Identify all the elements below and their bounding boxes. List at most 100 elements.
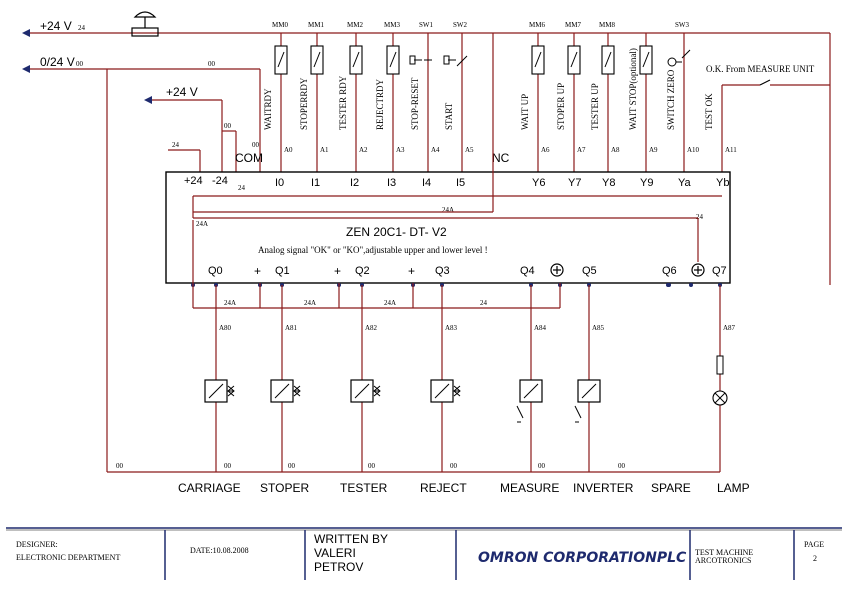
plus-terminal: +	[408, 264, 415, 278]
page-label: PAGE	[804, 540, 824, 549]
wire-label: 24A	[384, 299, 396, 307]
wire-label: 00	[618, 462, 626, 470]
plus-terminal: +	[334, 264, 341, 278]
supply-zero-sub: 00	[76, 60, 84, 68]
input-name: TESTER RDY	[338, 75, 348, 130]
terminal-dot-icon	[689, 283, 693, 287]
output-address: A85	[592, 324, 605, 332]
wire-label: 00	[224, 462, 232, 470]
output-label: SPARE	[651, 481, 691, 495]
company-name: OMRON CORPORATIONPLC	[478, 550, 687, 566]
page-number: 2	[813, 554, 817, 563]
input-name: SWITCH ZERO	[666, 69, 676, 130]
input-ref: SW3	[675, 21, 690, 29]
output-address: A84	[534, 324, 547, 332]
plus-circle-icon	[550, 263, 564, 277]
input-address: A3	[396, 146, 405, 154]
wire-label: 00	[224, 122, 232, 130]
input-ref: MM1	[308, 21, 324, 29]
input-address: A10	[687, 146, 700, 154]
supply-zero-rail: 0/24 V 00 00	[22, 55, 261, 472]
input-ref: MM2	[347, 21, 363, 29]
input-terminal: I4	[422, 177, 431, 189]
project-line-1: TEST MACHINE	[695, 548, 753, 557]
output-terminal: Q3	[435, 265, 450, 277]
title-block: DESIGNER: ELECTRONIC DEPARTMENT DATE:10.…	[6, 527, 842, 580]
supply-zero-label: 0/24 V	[40, 55, 75, 69]
plc-model: ZEN 20C1- DT- V2	[346, 225, 447, 239]
wire-label: 24	[696, 213, 704, 221]
supply-plus24-sub: 24	[78, 24, 86, 32]
bottom-zero-rail: 00 00 00 00 00 00 00	[107, 462, 720, 473]
input-name: STOP-RESET	[410, 77, 420, 130]
input-address: A9	[649, 146, 658, 154]
wire-label: 00	[368, 462, 376, 470]
input-name: STOPERRDY	[299, 77, 309, 130]
author-first-name: VALERI	[314, 546, 356, 560]
inputs-layer: MM0WAITRDYA0I0MM1STOPERRDYA1I1MM2TESTER …	[263, 21, 737, 189]
output-terminal: Q0	[208, 265, 223, 277]
wire-label: 24A	[442, 206, 454, 214]
output-label: STOPER	[260, 481, 309, 495]
input-address: A7	[577, 146, 586, 154]
wire-label: 00	[538, 462, 546, 470]
input-address: A6	[541, 146, 550, 154]
wire-label: 00	[252, 141, 260, 149]
plc-plus24-terminal: +24	[184, 175, 203, 187]
plus-circle-icon	[691, 263, 705, 277]
wire-label: 00	[450, 462, 458, 470]
output-terminal: Q4	[520, 265, 535, 277]
output-address: A83	[445, 324, 458, 332]
terminal-dot-icon	[667, 283, 671, 287]
output-label: CARRIAGE	[178, 481, 241, 495]
input-terminal: Y9	[640, 177, 653, 189]
output-24-bus: 24A 24A 24A 24	[192, 283, 561, 309]
output-terminal: Q6	[662, 265, 677, 277]
arrow-left-icon	[22, 29, 30, 37]
output-address: A81	[285, 324, 298, 332]
wire-label: 24	[172, 141, 180, 149]
plc-plus-terminals: + + +	[254, 263, 705, 278]
input-address: A0	[284, 146, 293, 154]
plus-terminal: +	[254, 264, 261, 278]
input-name: TEST OK	[704, 93, 714, 130]
input-ref: MM0	[272, 21, 288, 29]
wire-label: 24A	[196, 220, 208, 228]
input-address: A8	[611, 146, 620, 154]
input-terminal: I0	[275, 177, 284, 189]
input-ref: MM6	[529, 21, 545, 29]
written-by-label: WRITTEN BY	[314, 532, 388, 546]
wire-label: 00	[288, 462, 296, 470]
plc-box: +24 -24 COM NC ZEN 20C1- DT- V2 Analog s…	[165, 33, 731, 284]
designer-value: ELECTRONIC DEPARTMENT	[16, 553, 120, 562]
input-name: STOPER UP	[556, 83, 566, 130]
arrow-left-icon	[22, 65, 30, 73]
input-ref: SW2	[453, 21, 468, 29]
input-address: A5	[465, 146, 474, 154]
output-terminal: Q5	[582, 265, 597, 277]
output-label: INVERTER	[573, 481, 634, 495]
date-label: DATE:10.08.2008	[190, 546, 249, 555]
wire-label: 24	[480, 299, 488, 307]
input-ref: SW1	[419, 21, 434, 29]
input-name: REJECTRDY	[375, 78, 385, 130]
resistor-icon	[716, 355, 724, 375]
buzzer-icon	[131, 11, 159, 37]
project-line-2: ARCOTRONICS	[695, 556, 751, 565]
input-terminal: I2	[350, 177, 359, 189]
plc-note: Analog signal "OK" or "KO",adjustable up…	[258, 245, 488, 255]
input-name: START	[444, 102, 454, 130]
